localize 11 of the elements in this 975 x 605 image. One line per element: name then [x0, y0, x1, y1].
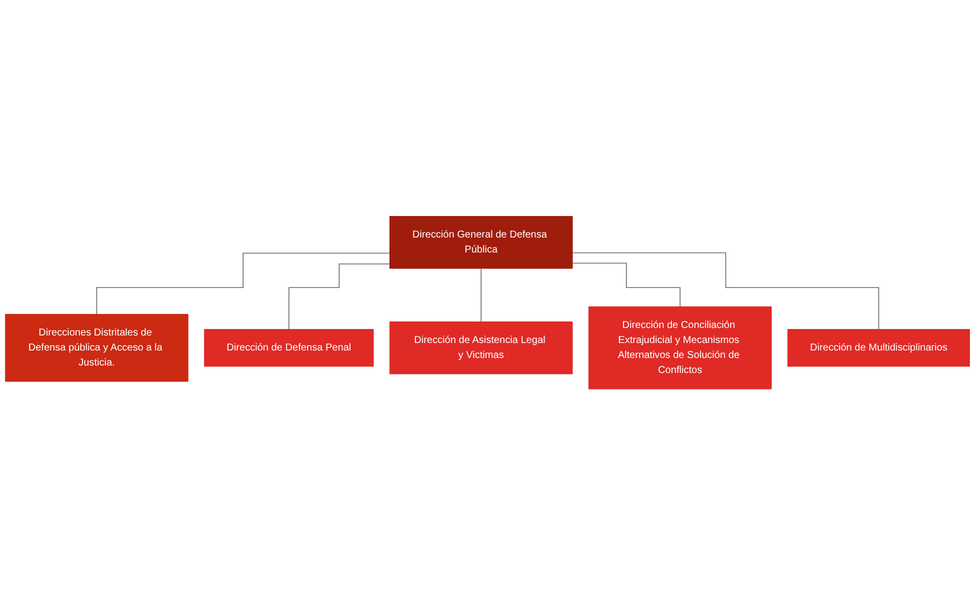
node-box: Dirección General de Defensa Pública: [389, 216, 573, 269]
connector: [96, 252, 390, 314]
connector: [480, 268, 482, 322]
connector: [288, 263, 390, 330]
connector: [572, 252, 880, 330]
node-box: Dirección de Asistencia Legal y Victimas: [389, 321, 573, 374]
node-box: Dirección de Conciliación Extrajudicial y Mecanismos Alternativos de Solución de Conflictos: [588, 306, 772, 390]
node-box: Direcciones Distritales de Defensa pública y Acceso a la Justicia.: [5, 314, 188, 382]
node-box: Dirección de Defensa Penal: [204, 328, 374, 367]
connector: [572, 262, 681, 307]
node-box: Dirección de Multidisciplinarios: [787, 328, 970, 367]
